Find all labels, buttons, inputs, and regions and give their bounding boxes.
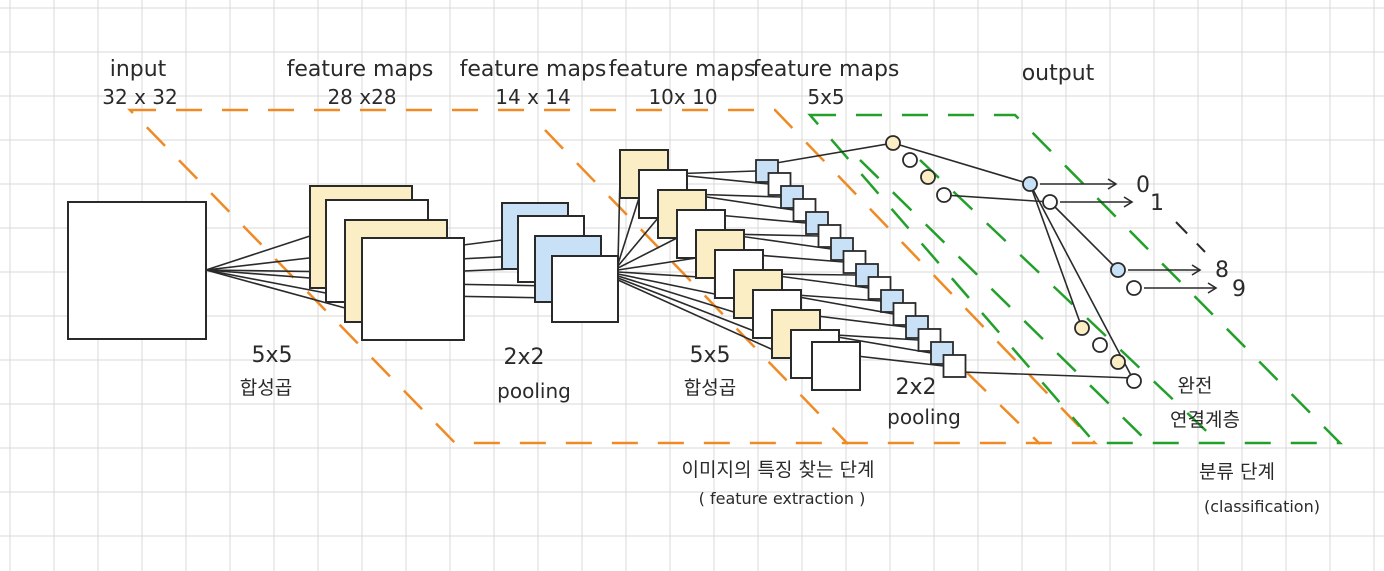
fc-input-connection (775, 142, 894, 164)
feature-maps-5-label: feature maps (753, 57, 900, 82)
fc-neuron (885, 135, 901, 151)
fc-connection (892, 142, 1031, 185)
conv1-kernel-label: 5x5 (251, 343, 292, 368)
green-dash-line (859, 159, 1151, 445)
conv2-connection (617, 217, 659, 267)
output-digit-0: 0 (1136, 173, 1150, 198)
output-neuron (1110, 262, 1126, 278)
feature-map-c1-4 (361, 237, 465, 341)
output-arrow-1-head (1123, 196, 1134, 208)
feature-extraction-subtitle: ( feature extraction ) (699, 489, 866, 508)
fc-neuron (1074, 320, 1090, 336)
fc-neuron (1110, 354, 1126, 370)
feature-maps-5x5 (755, 159, 967, 378)
green-dash-line (919, 159, 1221, 445)
output-label: output (1022, 61, 1095, 86)
conv1-connection (205, 269, 346, 309)
pool1-size-label: 2x2 (503, 345, 544, 370)
output-arrow-8-head (1191, 264, 1202, 276)
feature-maps-28-size-label: 28 x28 (327, 85, 396, 109)
output-digit-9: 9 (1232, 277, 1246, 302)
feature-maps-10x10 (619, 149, 861, 391)
conv2-connection (617, 279, 792, 359)
feature-extraction-region (127, 108, 1098, 445)
input-label: input (110, 57, 167, 82)
conv2-connection (617, 197, 640, 265)
feature-maps-14-label: feature maps (460, 57, 607, 82)
classification-subtitle: (classification) (1204, 497, 1320, 516)
fc-connection (943, 194, 1051, 203)
fc-connection (1049, 201, 1119, 271)
feature-maps-28x28 (309, 185, 465, 341)
output-digit-8: 8 (1215, 258, 1229, 283)
feature-maps-10-size-label: 10x 10 (648, 85, 717, 109)
feature-map-s2-4 (551, 255, 619, 323)
output-arrow-0-head (1107, 178, 1118, 190)
output-neuron (1042, 194, 1058, 210)
fc-neuron (902, 152, 918, 168)
fc-input-connection (961, 371, 1135, 379)
pool1-op-label: pooling (497, 379, 571, 403)
feature-extraction-title: 이미지의 특징 찾는 단계 (682, 459, 875, 481)
feature-maps-14-size-label: 14 x 14 (495, 85, 570, 109)
feature-maps-10-label: feature maps (609, 57, 756, 82)
conv2-kernel-label: 5x5 (689, 343, 730, 368)
conv2-connection (617, 277, 773, 339)
feature-maps-14x14 (501, 202, 619, 323)
output-neuron (1022, 176, 1038, 192)
fc-connection (1029, 183, 1135, 382)
labels: input 32 x 32 feature maps 28 x28 featur… (102, 57, 1320, 516)
feature-map-s4 (942, 354, 967, 378)
classification-title: 분류 단계 (1199, 461, 1275, 483)
conv1-connection (205, 235, 311, 271)
fc-neuron (920, 169, 936, 185)
feature-maps-5-size-label: 5x5 (807, 85, 844, 109)
output-neuron (1126, 280, 1142, 296)
fc-label-line1: 완전 (1178, 375, 1213, 397)
fc-connection (1029, 183, 1083, 329)
input-image (67, 201, 207, 340)
pool2-op-label: pooling (887, 405, 961, 429)
classification-hatching (859, 159, 1221, 445)
output-ellipsis (1175, 221, 1206, 253)
output-digit-1: 1 (1150, 191, 1164, 216)
feature-maps-28-label: feature maps (287, 57, 434, 82)
classification-region (807, 113, 1343, 445)
conv1-connection (205, 255, 327, 271)
conv1-op-label: 합성곱 (240, 377, 292, 399)
conv2-connection (617, 257, 697, 271)
input-size-label: 32 x 32 (102, 85, 177, 109)
fc-neuron (1092, 337, 1108, 353)
fc-neuron (1126, 373, 1142, 389)
output-arrow-9-head (1207, 282, 1218, 294)
conv2-op-label: 합성곱 (684, 377, 736, 399)
fc-neuron (936, 187, 952, 203)
fc-label-line2: 연결계층 (1170, 409, 1240, 431)
conv2-connection (617, 275, 754, 319)
conv2-connection (617, 237, 678, 269)
fully-connected-neurons (885, 135, 1142, 389)
feature-map-c3-last (811, 341, 861, 391)
pool2-size-label: 2x2 (895, 375, 936, 400)
